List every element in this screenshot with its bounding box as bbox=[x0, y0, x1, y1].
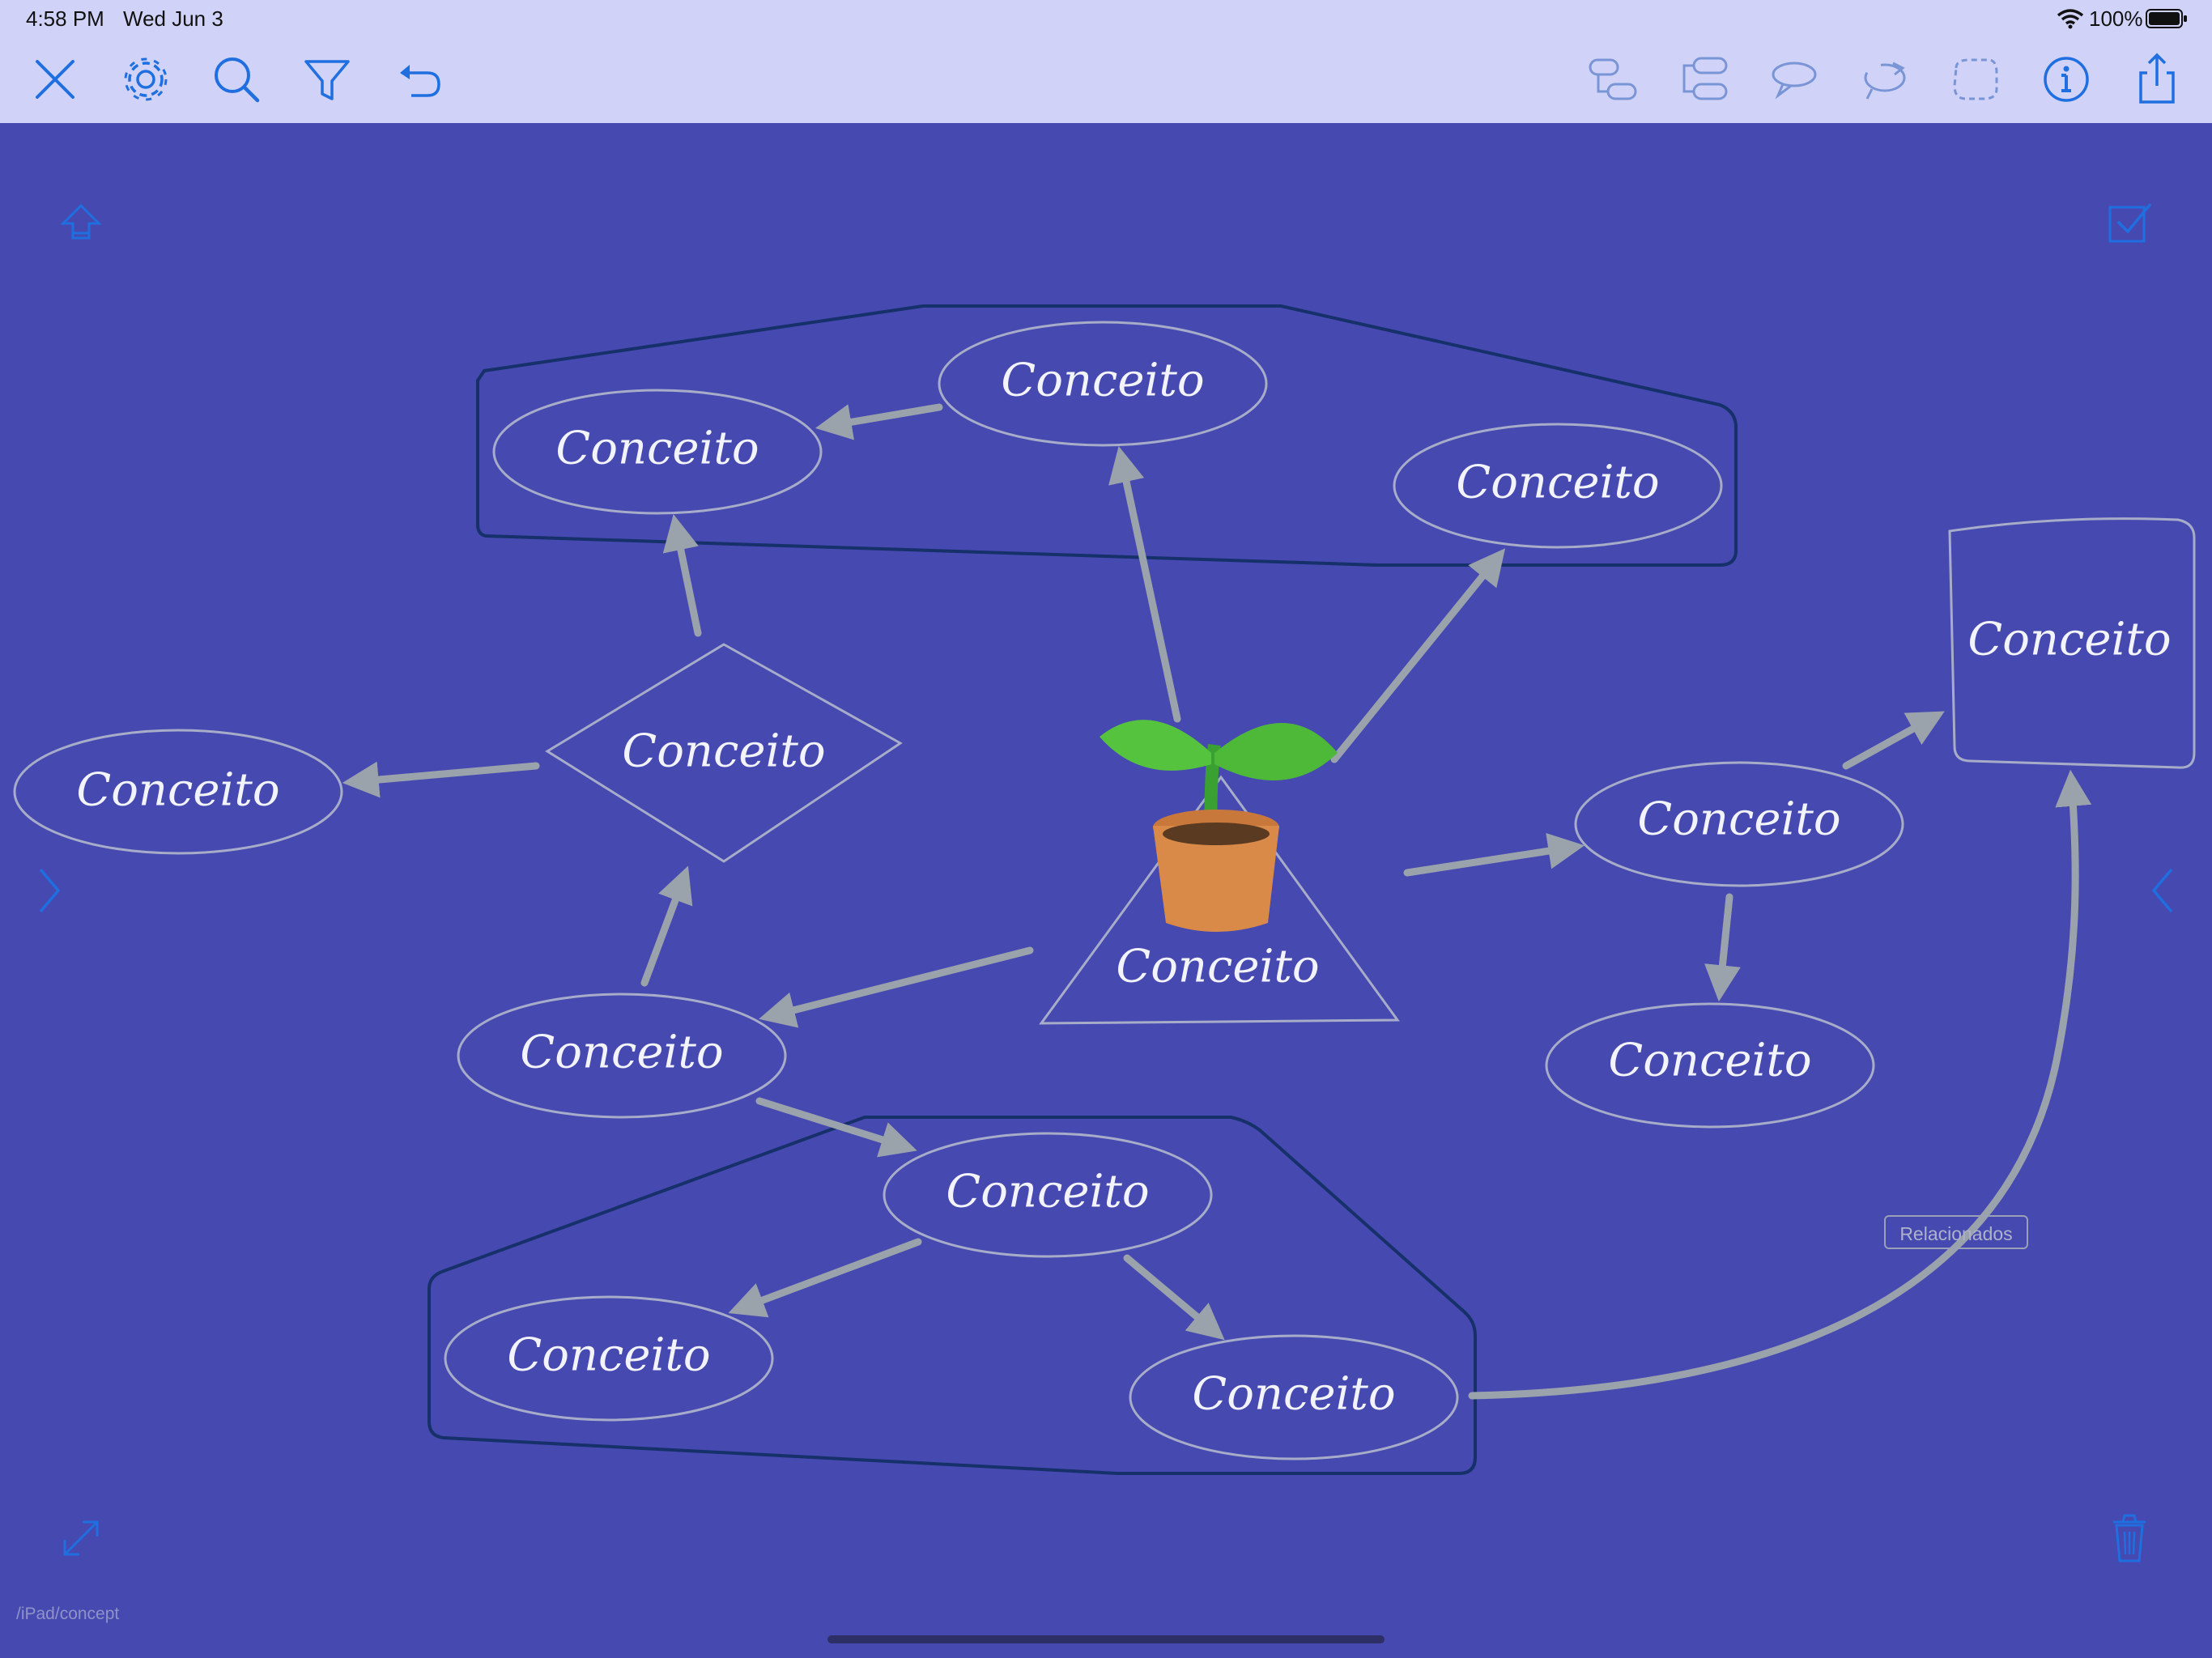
node-diamond-label: Conceito bbox=[622, 725, 825, 778]
edge-diamond-to-top-left[interactable] bbox=[662, 513, 702, 637]
node-top-left-label: Conceito bbox=[555, 423, 759, 475]
node-right-lower-label: Conceito bbox=[1608, 1035, 1811, 1087]
left-panel-toggle[interactable] bbox=[32, 865, 65, 916]
add-comment-icon bbox=[1772, 62, 1817, 100]
group-outline-top[interactable] bbox=[476, 304, 1738, 567]
close-button[interactable] bbox=[24, 49, 86, 110]
checkbox-icon bbox=[2108, 202, 2152, 243]
node-diamond-shape[interactable] bbox=[545, 643, 903, 863]
node-mid-left-label: Conceito bbox=[520, 1027, 723, 1079]
home-arrow-icon bbox=[60, 203, 102, 240]
status-bar: 4:58 PM Wed Jun 3 100% bbox=[0, 0, 2212, 37]
fit-to-screen-button[interactable] bbox=[58, 1516, 104, 1561]
potted-plant-icon bbox=[1100, 720, 1338, 932]
add-group-icon bbox=[1953, 58, 1998, 100]
node-bottom-center-shape[interactable] bbox=[883, 1132, 1213, 1258]
home-indicator[interactable] bbox=[827, 1635, 1385, 1643]
info-icon bbox=[2044, 57, 2089, 102]
node-rect-shape[interactable] bbox=[1948, 517, 2196, 769]
share-button[interactable] bbox=[2126, 49, 2188, 110]
settings-button[interactable] bbox=[115, 49, 177, 110]
chevron-left-icon bbox=[2151, 868, 2173, 913]
node-top-right-shape[interactable] bbox=[1393, 423, 1723, 549]
add-comment-button[interactable] bbox=[1763, 49, 1825, 110]
select-mode-button[interactable] bbox=[2105, 198, 2154, 246]
node-top-center-label: Conceito bbox=[1001, 355, 1204, 407]
document-path: /iPad/concept bbox=[16, 1605, 120, 1623]
share-icon bbox=[2139, 53, 2175, 104]
edge-bottom-center-to-bottom-left[interactable] bbox=[728, 1238, 922, 1318]
relation-label[interactable]: Relacionados bbox=[1884, 1215, 2028, 1249]
node-far-left-shape[interactable] bbox=[13, 729, 343, 855]
edge-root-to-top-center[interactable] bbox=[1108, 446, 1181, 723]
undo-button[interactable] bbox=[387, 49, 449, 110]
add-group-button[interactable] bbox=[1945, 49, 2006, 110]
add-sibling-node-icon bbox=[1682, 57, 1728, 100]
node-right-shape[interactable] bbox=[1574, 761, 1904, 887]
edge-diamond-to-far-left[interactable] bbox=[342, 761, 540, 798]
map-canvas[interactable] bbox=[0, 123, 2212, 1658]
add-child-node-button[interactable] bbox=[1582, 49, 1644, 110]
info-button[interactable] bbox=[2035, 49, 2097, 110]
edge-right-to-rect[interactable] bbox=[1842, 711, 1945, 770]
edge-bottom-center-to-bottom-right[interactable] bbox=[1123, 1254, 1225, 1341]
node-bottom-left-shape[interactable] bbox=[444, 1295, 774, 1422]
add-child-node-icon bbox=[1589, 58, 1637, 100]
gear-icon bbox=[124, 57, 168, 101]
node-bottom-right-label: Conceito bbox=[1192, 1368, 1395, 1421]
status-date: Wed Jun 3 bbox=[123, 6, 223, 31]
edge-root-to-mid-left[interactable] bbox=[759, 946, 1034, 1028]
search-icon bbox=[215, 57, 260, 103]
go-up-button[interactable] bbox=[58, 201, 104, 243]
node-top-right-label: Conceito bbox=[1456, 457, 1659, 509]
edge-right-to-right-lower[interactable] bbox=[1704, 893, 1741, 1002]
filter-icon bbox=[304, 60, 350, 100]
node-rect-label: Conceito bbox=[1967, 614, 2171, 666]
node-top-center-shape[interactable] bbox=[938, 321, 1268, 447]
battery-percent: 100% bbox=[2089, 6, 2143, 31]
delete-button[interactable] bbox=[2108, 1512, 2150, 1564]
wifi-icon bbox=[2057, 8, 2084, 29]
node-top-left-shape[interactable] bbox=[492, 389, 823, 515]
edge-root-to-top-right[interactable] bbox=[1330, 548, 1506, 763]
right-panel-toggle[interactable] bbox=[2147, 865, 2180, 916]
edge-top-center-to-top-left[interactable] bbox=[815, 403, 943, 440]
node-bottom-center-label: Conceito bbox=[946, 1166, 1149, 1218]
trash-icon bbox=[2113, 1514, 2146, 1562]
edge-root-to-right[interactable] bbox=[1403, 832, 1585, 877]
add-relation-icon bbox=[1864, 62, 1906, 100]
node-root-label: Conceito bbox=[1116, 941, 1319, 993]
node-bottom-right-shape[interactable] bbox=[1129, 1334, 1459, 1460]
node-right-label: Conceito bbox=[1637, 793, 1840, 846]
expand-arrows-icon bbox=[63, 1520, 99, 1556]
battery-icon bbox=[2146, 8, 2188, 29]
toolbar bbox=[0, 37, 2212, 123]
edge-mid-left-to-bottom-center[interactable] bbox=[755, 1097, 917, 1158]
node-bottom-left-label: Conceito bbox=[507, 1329, 710, 1382]
chevron-right-icon bbox=[39, 868, 61, 913]
undo-icon bbox=[400, 65, 440, 97]
edge-relation-bottom-right-to-rect[interactable] bbox=[1468, 769, 2092, 1400]
add-sibling-node-button[interactable] bbox=[1673, 49, 1734, 110]
node-root-shape[interactable] bbox=[1039, 775, 1400, 1025]
filter-button[interactable] bbox=[296, 49, 358, 110]
edge-mid-left-to-diamond[interactable] bbox=[640, 865, 693, 987]
group-outline-bottom[interactable] bbox=[428, 1116, 1477, 1475]
status-time: 4:58 PM bbox=[26, 6, 104, 31]
node-mid-left-shape[interactable] bbox=[457, 993, 787, 1119]
close-icon bbox=[36, 60, 74, 99]
search-button[interactable] bbox=[206, 49, 267, 110]
node-far-left-label: Conceito bbox=[76, 764, 279, 817]
add-relation-button[interactable] bbox=[1854, 49, 1916, 110]
node-right-lower-shape[interactable] bbox=[1545, 1002, 1875, 1129]
